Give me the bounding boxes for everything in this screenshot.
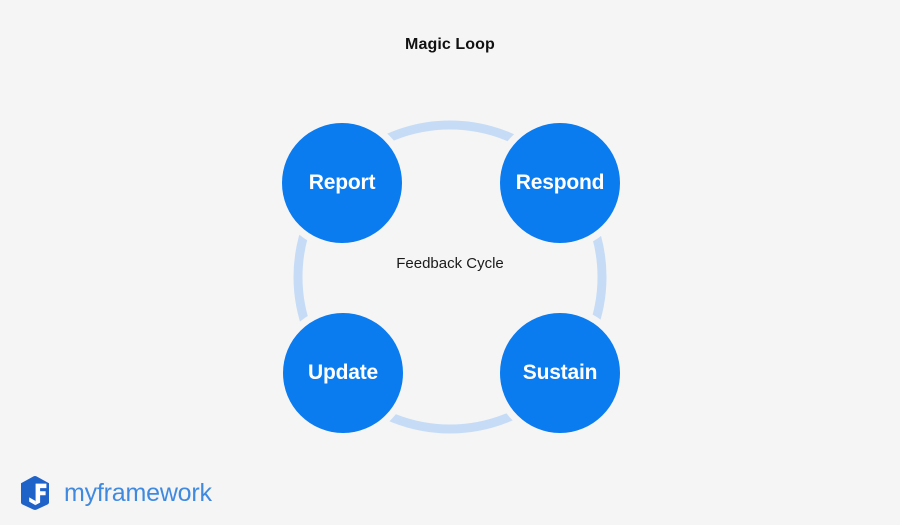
cycle-node-report[interactable]: Report <box>282 123 402 243</box>
cycle-node-respond-label: Respond <box>515 171 605 194</box>
cycle-diagram: Report Respond Update Sustain Feedback C… <box>270 97 630 457</box>
cycle-node-report-label: Report <box>308 171 376 194</box>
cycle-node-sustain[interactable]: Sustain <box>500 313 620 433</box>
cycle-node-sustain-label: Sustain <box>522 361 598 384</box>
brand-wordmark: myframework <box>64 478 212 507</box>
page-title: Magic Loop <box>405 36 495 53</box>
cycle-node-respond[interactable]: Respond <box>500 123 620 243</box>
cycle-ring-circle <box>293 120 607 434</box>
footer-logo: myframework <box>18 475 212 511</box>
cube-logo-icon <box>21 476 49 510</box>
cycle-ring <box>293 120 607 434</box>
cycle-node-update[interactable]: Update <box>283 313 403 433</box>
cycle-center-label: Feedback Cycle <box>396 255 504 272</box>
cycle-node-update-label: Update <box>308 361 378 384</box>
